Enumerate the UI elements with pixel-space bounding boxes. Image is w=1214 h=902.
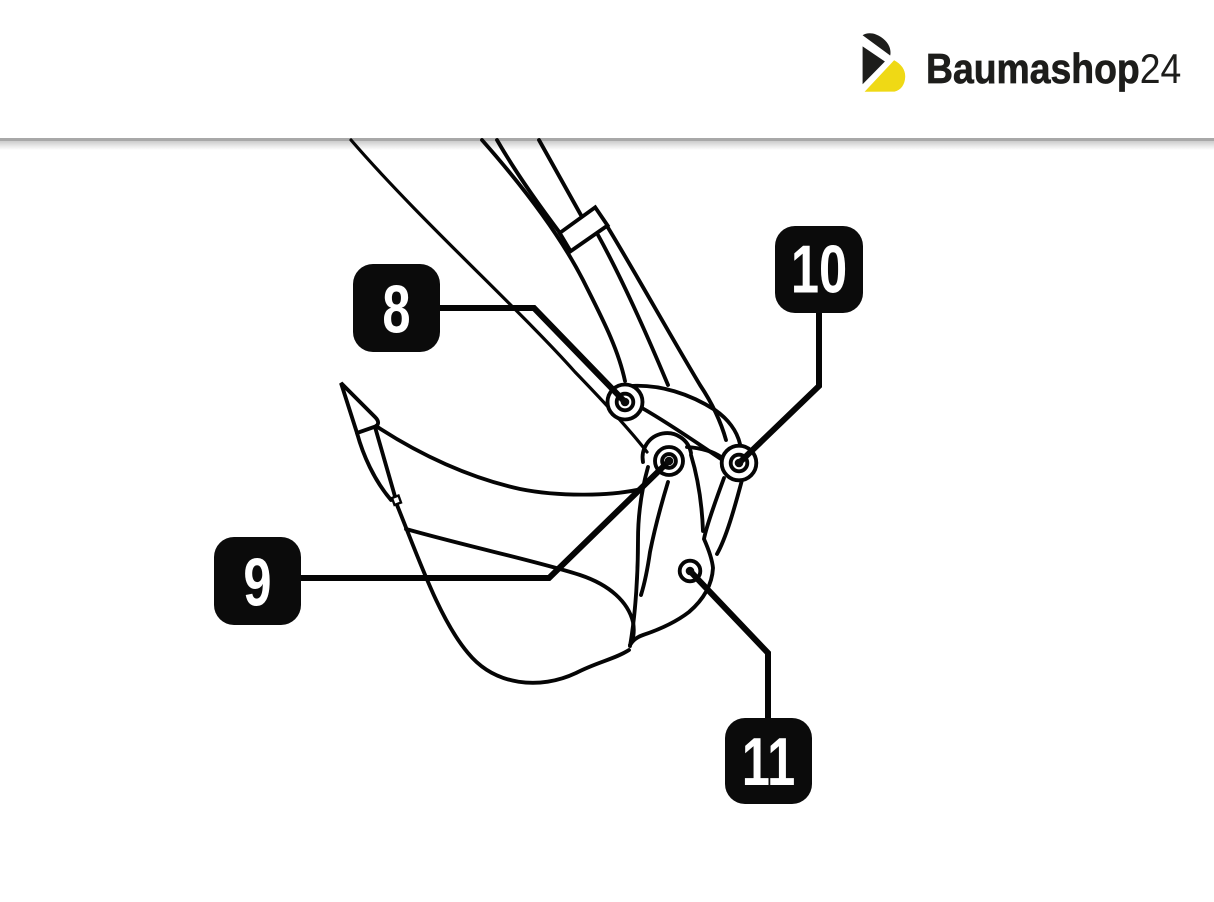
svg-text:8: 8 [382, 271, 410, 347]
svg-text:Baumashop24: Baumashop24 [926, 46, 1181, 92]
svg-text:11: 11 [742, 724, 796, 800]
svg-text:10: 10 [791, 231, 847, 307]
svg-text:9: 9 [243, 544, 271, 620]
